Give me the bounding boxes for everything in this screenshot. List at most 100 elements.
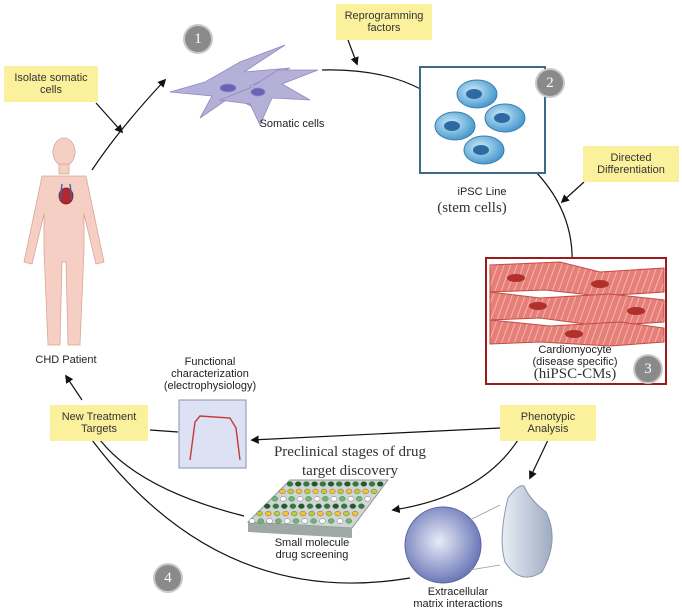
disease-specific-label: (disease specific) <box>532 356 618 368</box>
plate-well <box>284 518 291 524</box>
arrow-isolate <box>95 102 124 134</box>
plate-well <box>356 496 363 502</box>
patient-figure <box>23 137 105 346</box>
reprogramming-factors-box: Reprogramming factors <box>336 4 432 40</box>
plate-well <box>286 481 294 487</box>
plate-well <box>368 481 376 487</box>
step-badge-3: 3 <box>635 356 661 382</box>
plate-well <box>303 481 310 487</box>
arrow-patient-to-somatic <box>91 78 167 171</box>
plate-well <box>248 518 256 524</box>
arrow-screening-to-targets <box>99 439 245 517</box>
plate-well <box>341 503 348 509</box>
plate-well <box>275 518 282 524</box>
plate-well <box>343 510 350 517</box>
plate-well <box>313 496 321 502</box>
plate-well <box>306 503 314 509</box>
plate-well <box>319 481 326 487</box>
plate-well <box>289 503 297 509</box>
plate-well <box>299 510 307 517</box>
functional-plot <box>178 399 247 469</box>
functional-label-2: characterization <box>171 368 249 380</box>
arrow-to-functional <box>250 427 501 444</box>
plate-well <box>362 488 369 495</box>
cardiomyocyte-label: Cardiomyocyte <box>538 344 612 356</box>
ecm-label-2: matrix interactions <box>413 598 503 610</box>
plate-well <box>279 488 286 495</box>
step-badge-2: 2 <box>537 70 563 96</box>
arrow-ecm-to-targets <box>91 439 411 584</box>
somatic-cells-label: Somatic cells <box>259 118 325 130</box>
somatic-cells-illustration <box>169 44 319 126</box>
step-badge-1: 1 <box>185 26 211 52</box>
plate-well <box>329 488 336 495</box>
plate-well <box>315 503 322 509</box>
directed-differentiation-box: Directed Differentiation <box>583 146 679 182</box>
preclinical-label-1: Preclinical stages of drug <box>273 444 427 460</box>
arrow-reprogramming <box>347 39 359 66</box>
new-treatment-targets-box: New Treatment Targets <box>50 405 148 441</box>
well-plate <box>246 479 389 538</box>
plate-well <box>288 496 295 502</box>
plate-well <box>336 518 344 524</box>
cardiomyocyte-fibers <box>489 261 665 347</box>
plate-well <box>332 503 339 509</box>
plate-well <box>256 510 263 517</box>
plate-well <box>319 518 326 524</box>
plate-well <box>334 510 341 517</box>
plate-well <box>349 503 356 509</box>
plate-well <box>291 510 298 517</box>
plate-well <box>301 518 308 524</box>
plate-well <box>347 496 354 502</box>
plate-well <box>257 518 264 524</box>
ecm-illustration <box>404 485 553 584</box>
plate-well <box>295 488 303 495</box>
plate-well <box>273 510 281 517</box>
plate-well <box>311 481 318 487</box>
plate-well <box>344 481 351 487</box>
plate-well <box>370 488 378 495</box>
small-molecule-label-1: Small molecule <box>274 537 350 549</box>
plate-well <box>336 481 343 487</box>
plate-well <box>377 481 384 487</box>
plate-well <box>296 496 304 502</box>
ipsc-line-label: iPSC Line <box>457 186 507 198</box>
plate-well <box>310 518 317 524</box>
small-molecule-label-2: drug screening <box>275 549 349 561</box>
arrow-functional-to-targets <box>149 429 179 433</box>
chd-patient-label: CHD Patient <box>35 354 97 366</box>
arrow-targets-to-patient <box>65 374 83 401</box>
plate-well <box>295 481 302 487</box>
ipsc-cells <box>434 79 526 165</box>
functional-label-1: Functional <box>184 356 236 368</box>
plate-well <box>364 496 371 502</box>
plate-well <box>282 510 289 517</box>
plate-well <box>358 503 365 509</box>
plate-well <box>271 496 278 502</box>
ecm-label-1: Extracellular <box>427 586 489 598</box>
preclinical-label-2: target discovery <box>302 463 398 479</box>
plate-well <box>317 510 324 517</box>
plate-well <box>337 488 344 495</box>
plate-well <box>308 510 315 517</box>
isolate-somatic-cells-box: Isolate somatic cells <box>4 66 98 102</box>
plate-well <box>352 481 359 487</box>
plate-well <box>264 503 271 509</box>
arrow-directed <box>560 181 585 204</box>
plate-well <box>266 518 273 524</box>
plate-well <box>327 481 335 487</box>
plate-well <box>325 510 333 517</box>
plate-well <box>323 503 331 509</box>
plate-well <box>312 488 319 495</box>
plate-well <box>272 503 279 509</box>
plate-well <box>322 496 329 502</box>
plate-well <box>345 488 353 495</box>
plate-well <box>345 518 352 524</box>
hipsc-cms-label: (hiPSC-CMs) <box>533 366 617 382</box>
plate-well <box>339 496 346 502</box>
plate-well <box>351 510 359 517</box>
plate-well <box>330 496 338 502</box>
arrow-to-screening <box>391 427 526 514</box>
plate-well <box>320 488 328 495</box>
